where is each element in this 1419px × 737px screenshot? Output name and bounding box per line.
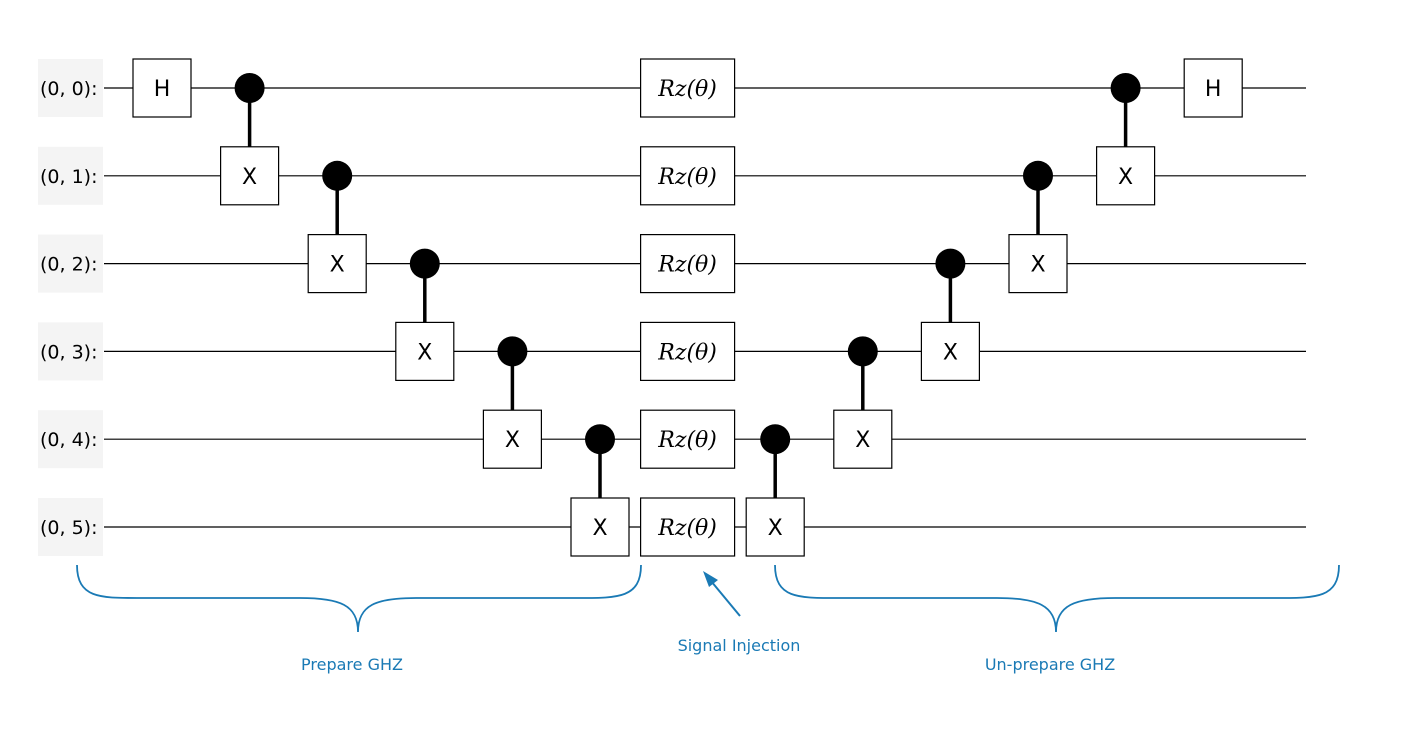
cnot-gate: X xyxy=(482,336,542,469)
gate-label: X xyxy=(943,340,958,365)
gate-label: Rz(θ) xyxy=(657,516,717,541)
target-box xyxy=(395,321,455,381)
cnot-gate: X xyxy=(220,73,280,206)
target-box xyxy=(220,146,280,206)
control-dot xyxy=(585,424,615,455)
control-dot xyxy=(935,248,966,279)
cnot-gate: X xyxy=(395,248,455,381)
gate-box xyxy=(639,497,736,557)
gate-label: Rz(θ) xyxy=(657,77,717,102)
gate-label: X xyxy=(417,340,432,365)
signal-arrow-head xyxy=(703,571,718,587)
cnot-gate: X xyxy=(570,424,630,557)
target-box xyxy=(307,234,367,294)
target-box xyxy=(1008,234,1068,294)
target-box xyxy=(833,409,893,469)
unprepare-ghz-brace xyxy=(774,564,1340,633)
gate-label: X xyxy=(592,516,607,541)
cnot-gate: X xyxy=(920,248,981,381)
target-box xyxy=(1095,146,1156,206)
qubit-label-bg xyxy=(38,410,103,469)
control-dot xyxy=(1110,73,1141,103)
control-dot xyxy=(322,160,353,191)
gate-label: Rz(θ) xyxy=(657,340,717,365)
prepare-ghz-label: Prepare GHZ xyxy=(301,655,403,674)
qubit-label-bg xyxy=(38,234,103,293)
signal-injection-annotation: Signal Injection xyxy=(678,571,801,655)
gate-box xyxy=(639,409,736,469)
gate-label: X xyxy=(505,428,520,453)
hadamard-gate: H xyxy=(132,58,192,118)
control-dot xyxy=(234,73,265,103)
gate-label: X xyxy=(242,165,257,190)
rz-gate: Rz(θ) xyxy=(639,234,736,294)
qubit-label-bg xyxy=(38,322,103,381)
gate-label: X xyxy=(768,516,783,541)
rz-gate: Rz(θ) xyxy=(639,58,736,118)
gates: H X X X X X Rz(θ) Rz(θ) Rz(θ) Rz(θ) Rz(θ) Rz(θ) X X X X… xyxy=(132,58,1243,557)
control-dot xyxy=(847,336,878,367)
qubit-label: (0, 5): xyxy=(40,517,97,539)
qubit-label: (0, 4): xyxy=(40,429,97,451)
gate-box xyxy=(639,58,736,118)
gate-label: Rz(θ) xyxy=(657,428,717,453)
control-dot xyxy=(1023,160,1053,191)
target-box xyxy=(920,321,981,381)
qubit-label: (0, 0): xyxy=(40,78,97,100)
qubit-label: (0, 2): xyxy=(40,254,97,276)
control-dot xyxy=(760,424,791,455)
gate-label: X xyxy=(330,253,345,278)
gate-box xyxy=(639,234,736,294)
qubit-label: (0, 3): xyxy=(40,341,97,363)
rz-gate: Rz(θ) xyxy=(639,497,736,557)
target-box xyxy=(570,497,630,557)
gate-box xyxy=(132,58,192,118)
signal-arrow-shaft xyxy=(710,580,741,617)
target-box xyxy=(482,409,542,469)
cnot-gate: X xyxy=(1008,160,1068,294)
control-dot xyxy=(409,248,440,279)
prepare-ghz-brace xyxy=(76,564,642,633)
gate-box xyxy=(639,146,736,206)
gate-label: Rz(θ) xyxy=(657,165,717,190)
gate-label: H xyxy=(1205,77,1222,102)
cnot-gate: X xyxy=(745,424,805,557)
gate-label: H xyxy=(154,77,171,102)
hadamard-gate: H xyxy=(1183,58,1243,118)
prepare-ghz-annotation: Prepare GHZ xyxy=(76,564,642,674)
qubit-labels: (0, 0): (0, 1): (0, 2): (0, 3): (0, 4): (0, 5… xyxy=(38,59,103,556)
gate-label: X xyxy=(1030,253,1045,278)
signal-injection-label: Signal Injection xyxy=(678,636,801,655)
qubit-label-bg xyxy=(38,146,103,205)
qubit-label-bg xyxy=(38,59,103,117)
cnot-gate: X xyxy=(307,160,367,294)
qubit-label: (0, 1): xyxy=(40,166,97,188)
cnot-gate: X xyxy=(833,336,893,469)
gate-label: Rz(θ) xyxy=(657,253,717,278)
rz-gate: Rz(θ) xyxy=(639,146,736,206)
target-box xyxy=(745,497,805,557)
gate-label: X xyxy=(1118,165,1133,190)
rz-gate: Rz(θ) xyxy=(639,321,736,381)
qubit-label-bg xyxy=(38,498,103,556)
cnot-gate: X xyxy=(1095,73,1156,206)
unprepare-ghz-annotation: Un-prepare GHZ xyxy=(774,564,1340,674)
gate-box xyxy=(1183,58,1243,118)
control-dot xyxy=(497,336,528,367)
rz-gate: Rz(θ) xyxy=(639,409,736,469)
unprepare-ghz-label: Un-prepare GHZ xyxy=(985,655,1115,674)
gate-box xyxy=(639,321,736,381)
gate-label: X xyxy=(855,428,870,453)
